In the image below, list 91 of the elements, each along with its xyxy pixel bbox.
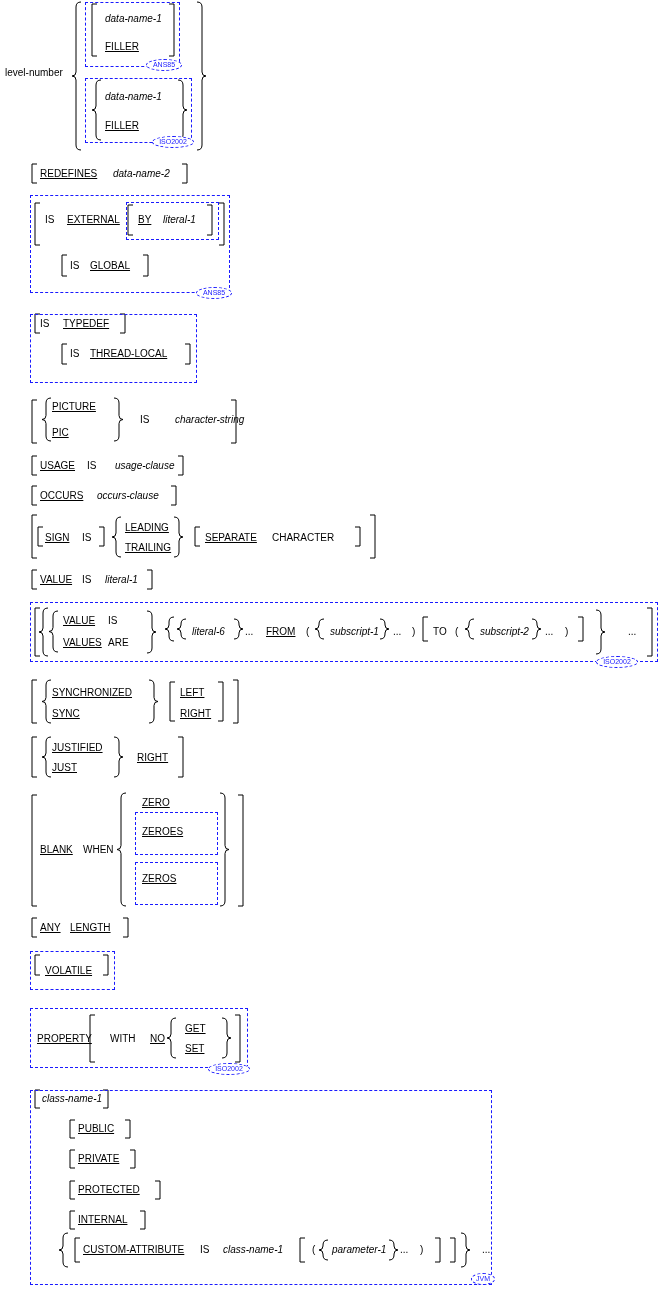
dialect-box (30, 951, 115, 990)
keyword: SEPARATE (205, 531, 257, 544)
variable-name: character-string (175, 413, 245, 426)
keyword: RIGHT (180, 707, 212, 720)
keyword: PRIVATE (78, 1152, 120, 1165)
syntax-symbol: ) (412, 625, 416, 638)
syntax-word: IS (70, 259, 80, 272)
variable-name: literal-1 (105, 573, 138, 586)
syntax-symbol: ... (482, 1243, 491, 1256)
syntax-word: IS (70, 347, 80, 360)
keyword: FILLER (105, 40, 139, 53)
keyword: EXTERNAL (67, 213, 120, 226)
variable-name: occurs-clause (97, 489, 159, 502)
keyword: BLANK (40, 843, 73, 856)
keyword: PUBLIC (78, 1122, 115, 1135)
variable-name: class-name-1 (42, 1092, 103, 1105)
variable-name: usage-clause (115, 459, 175, 472)
dialect-box (30, 1090, 492, 1285)
variable-name: parameter-1 (332, 1243, 387, 1256)
keyword: GET (185, 1022, 206, 1035)
syntax-word: IS (40, 317, 50, 330)
syntax-symbol: ( (455, 625, 459, 638)
syntax-symbol: ... (400, 1243, 409, 1256)
keyword: TRAILING (125, 541, 172, 554)
variable-name: data-name-1 (105, 90, 162, 103)
keyword: LEADING (125, 521, 169, 534)
syntax-symbol: ( (306, 625, 310, 638)
syntax-word: IS (82, 573, 92, 586)
keyword: VALUE (63, 614, 96, 627)
keyword: FROM (266, 625, 296, 638)
keyword: SYNCHRONIZED (52, 686, 132, 699)
keyword: THREAD-LOCAL (90, 347, 168, 360)
keyword: JUST (52, 761, 77, 774)
keyword: VALUE (40, 573, 73, 586)
keyword: REDEFINES (40, 167, 98, 180)
keyword: ZERO (142, 796, 170, 809)
keyword: NO (150, 1032, 165, 1045)
keyword: SYNC (52, 707, 80, 720)
syntax-symbol: ) (565, 625, 569, 638)
keyword: RIGHT (137, 751, 169, 764)
dialect-box (135, 812, 218, 855)
syntax-word: level-number (5, 66, 63, 79)
variable-name: subscript-2 (480, 625, 529, 638)
dialect-box (30, 314, 197, 383)
keyword: PROTECTED (78, 1183, 140, 1196)
keyword: VOLATILE (45, 964, 93, 977)
variable-name: data-name-1 (105, 12, 162, 25)
syntax-word: ARE (108, 636, 129, 649)
keyword: GLOBAL (90, 259, 131, 272)
keyword: PIC (52, 426, 69, 439)
keyword: OCCURS (40, 489, 84, 502)
keyword: SET (185, 1042, 205, 1055)
keyword: LEFT (180, 686, 205, 699)
dialect-box (126, 202, 219, 240)
syntax-word: WHEN (83, 843, 114, 856)
keyword: PROPERTY (37, 1032, 92, 1045)
keyword: ZEROS (142, 872, 177, 885)
keyword: INTERNAL (78, 1213, 128, 1226)
syntax-word: IS (108, 614, 118, 627)
keyword: LENGTH (70, 921, 111, 934)
syntax-word: CHARACTER (272, 531, 335, 544)
syntax-word: WITH (110, 1032, 136, 1045)
syntax-word: IS (82, 531, 92, 544)
syntax-symbol: ( (312, 1243, 316, 1256)
keyword: VALUES (63, 636, 102, 649)
keyword: PICTURE (52, 400, 96, 413)
syntax-symbol: ... (245, 625, 254, 638)
variable-name: data-name-2 (113, 167, 170, 180)
syntax-symbol: ... (628, 625, 637, 638)
keyword: CUSTOM-ATTRIBUTE (83, 1243, 185, 1256)
syntax-word: IS (87, 459, 97, 472)
variable-name: subscript-1 (330, 625, 379, 638)
keyword: BY (138, 213, 152, 226)
syntax-symbol: ... (393, 625, 402, 638)
dialect-box (135, 862, 218, 905)
variable-name: literal-6 (192, 625, 225, 638)
keyword: ANY (40, 921, 61, 934)
keyword: ZEROES (142, 825, 184, 838)
syntax-word: IS (45, 213, 55, 226)
keyword: JUSTIFIED (52, 741, 103, 754)
syntax-symbol: ) (420, 1243, 424, 1256)
variable-name: class-name-1 (223, 1243, 284, 1256)
keyword: SIGN (45, 531, 70, 544)
syntax-symbol: ... (545, 625, 554, 638)
syntax-word: IS (140, 413, 150, 426)
variable-name: literal-1 (163, 213, 196, 226)
keyword: USAGE (40, 459, 75, 472)
syntax-word: TO (433, 625, 447, 638)
syntax-word: IS (200, 1243, 210, 1256)
keyword: FILLER (105, 119, 139, 132)
keyword: TYPEDEF (63, 317, 110, 330)
